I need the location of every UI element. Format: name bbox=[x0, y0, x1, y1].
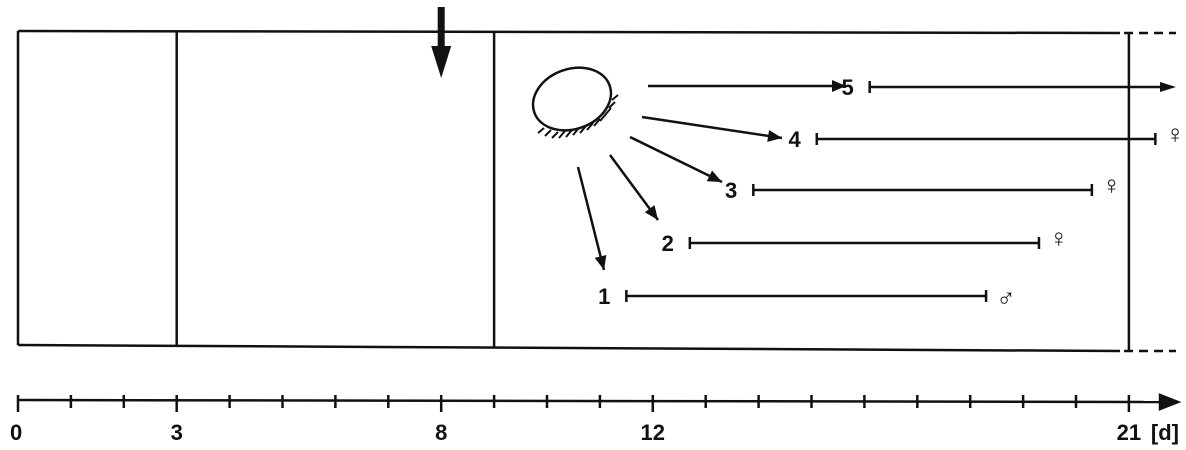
axis-unit-label: [d] bbox=[1151, 420, 1179, 445]
offspring-rows: 1♂2♀3♀4♀5 bbox=[598, 75, 1185, 312]
offspring-row: 4♀ bbox=[789, 119, 1185, 152]
dispersal-arrow-head bbox=[767, 129, 782, 142]
parent-cell-cilia bbox=[537, 94, 619, 139]
axis-tick-label: 8 bbox=[435, 420, 447, 445]
axis-tick-label: 3 bbox=[171, 420, 183, 445]
dispersal-arrow-head bbox=[644, 205, 658, 220]
offspring-row: 2♀ bbox=[662, 223, 1069, 256]
female-symbol-icon: ♀ bbox=[1165, 119, 1185, 149]
parent-cell-body bbox=[531, 66, 613, 132]
chamber-top-edge bbox=[17, 29, 1121, 35]
axis-line bbox=[17, 398, 1167, 404]
offspring-label: 2 bbox=[662, 231, 674, 256]
offspring-label: 1 bbox=[598, 284, 610, 309]
dispersal-arrow bbox=[629, 135, 723, 184]
axis-tick-labels: 0 3 8 12 21 bbox=[10, 420, 1141, 445]
dispersal-arrow-head bbox=[706, 170, 722, 182]
axis-tick-label: 0 bbox=[10, 420, 22, 445]
offspring-label: 3 bbox=[725, 178, 737, 203]
down-arrow-icon bbox=[431, 7, 452, 78]
axis-tick-label: 12 bbox=[641, 420, 665, 445]
time-axis bbox=[16, 393, 1182, 412]
axis-tick-label: 21 bbox=[1117, 420, 1141, 445]
chamber-bottom-edge bbox=[17, 343, 1121, 353]
offspring-row: 5 bbox=[841, 75, 1176, 100]
female-symbol-icon: ♀ bbox=[1102, 170, 1122, 200]
dispersal-arrow-head bbox=[594, 254, 607, 270]
female-symbol-icon: ♀ bbox=[1049, 223, 1069, 253]
offspring-row: 3♀ bbox=[725, 170, 1121, 203]
offspring-label: 4 bbox=[789, 127, 802, 152]
parent-cell bbox=[531, 66, 619, 139]
dispersal-arrow bbox=[576, 166, 606, 271]
dispersal-arrow bbox=[641, 115, 783, 140]
axis-ticks bbox=[16, 395, 1131, 412]
continuing-arrow-head bbox=[1160, 82, 1176, 92]
dispersal-arrow-head bbox=[832, 80, 846, 92]
offspring-row: 1♂ bbox=[598, 282, 1015, 312]
offspring-label: 5 bbox=[841, 75, 853, 100]
male-symbol-icon: ♂ bbox=[996, 282, 1016, 312]
axis-arrow-head bbox=[1158, 393, 1182, 411]
dispersal-arrows bbox=[576, 80, 846, 271]
